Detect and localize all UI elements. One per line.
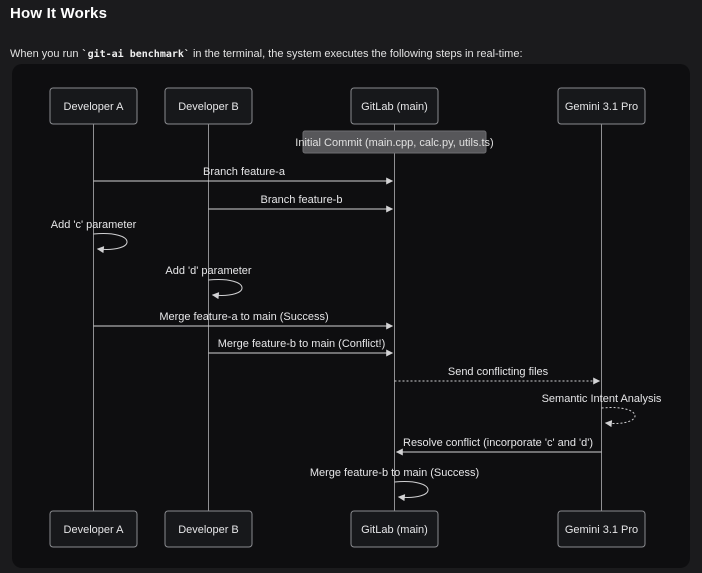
message-label: Merge feature-a to main (Success): [159, 311, 328, 323]
actor-label-devB: Developer B: [178, 524, 239, 536]
actor-label-gemini: Gemini 3.1 Pro: [565, 101, 638, 113]
note-initial-commit: [302, 130, 487, 154]
actor-box-gitlab-bottom: [350, 510, 439, 548]
actor-label-gitlab: GitLab (main): [361, 101, 428, 113]
message-label: Merge feature-b to main (Success): [310, 467, 479, 479]
actor-label-devB: Developer B: [178, 101, 239, 113]
page-title: How It Works: [10, 5, 108, 22]
actor-label-devA: Developer A: [64, 524, 125, 536]
self-message-arrow: [93, 233, 128, 254]
message-label: Merge feature-b to main (Conflict!): [218, 338, 386, 350]
actor-box-gemini-bottom: [557, 510, 646, 548]
intro-suffix: in the terminal, the system executes the…: [189, 48, 523, 60]
actor-label-gitlab: GitLab (main): [361, 524, 428, 536]
message-label: Add 'd' parameter: [165, 265, 251, 277]
actor-label-devA: Developer A: [64, 101, 125, 113]
intro-text: When you run `git-ai benchmark` in the t…: [10, 47, 692, 62]
actor-box-devB-top: [164, 87, 253, 125]
inline-code-command: `git-ai benchmark`: [81, 49, 190, 60]
message-label: Add 'c' parameter: [51, 219, 137, 231]
actor-label-gemini: Gemini 3.1 Pro: [565, 524, 638, 536]
page-header: How It Works: [10, 0, 692, 22]
actor-box-devA-bottom: [49, 510, 138, 548]
actor-box-devB-bottom: [164, 510, 253, 548]
message-label: Branch feature-a: [203, 166, 286, 178]
self-message-arrow: [394, 481, 429, 502]
actor-box-gemini-top: [557, 87, 646, 125]
self-message-arrow: [601, 407, 636, 428]
self-message-arrow: [208, 279, 243, 300]
actor-box-devA-top: [49, 87, 138, 125]
message-label: Send conflicting files: [448, 366, 549, 378]
message-label: Branch feature-b: [261, 194, 343, 206]
actor-box-gitlab-top: [350, 87, 439, 125]
intro-prefix: When you run: [10, 48, 82, 60]
message-label: Resolve conflict (incorporate 'c' and 'd…: [403, 437, 593, 449]
message-label: Semantic Intent Analysis: [542, 393, 662, 405]
note-label: Initial Commit (main.cpp, calc.py, utils…: [295, 137, 493, 149]
